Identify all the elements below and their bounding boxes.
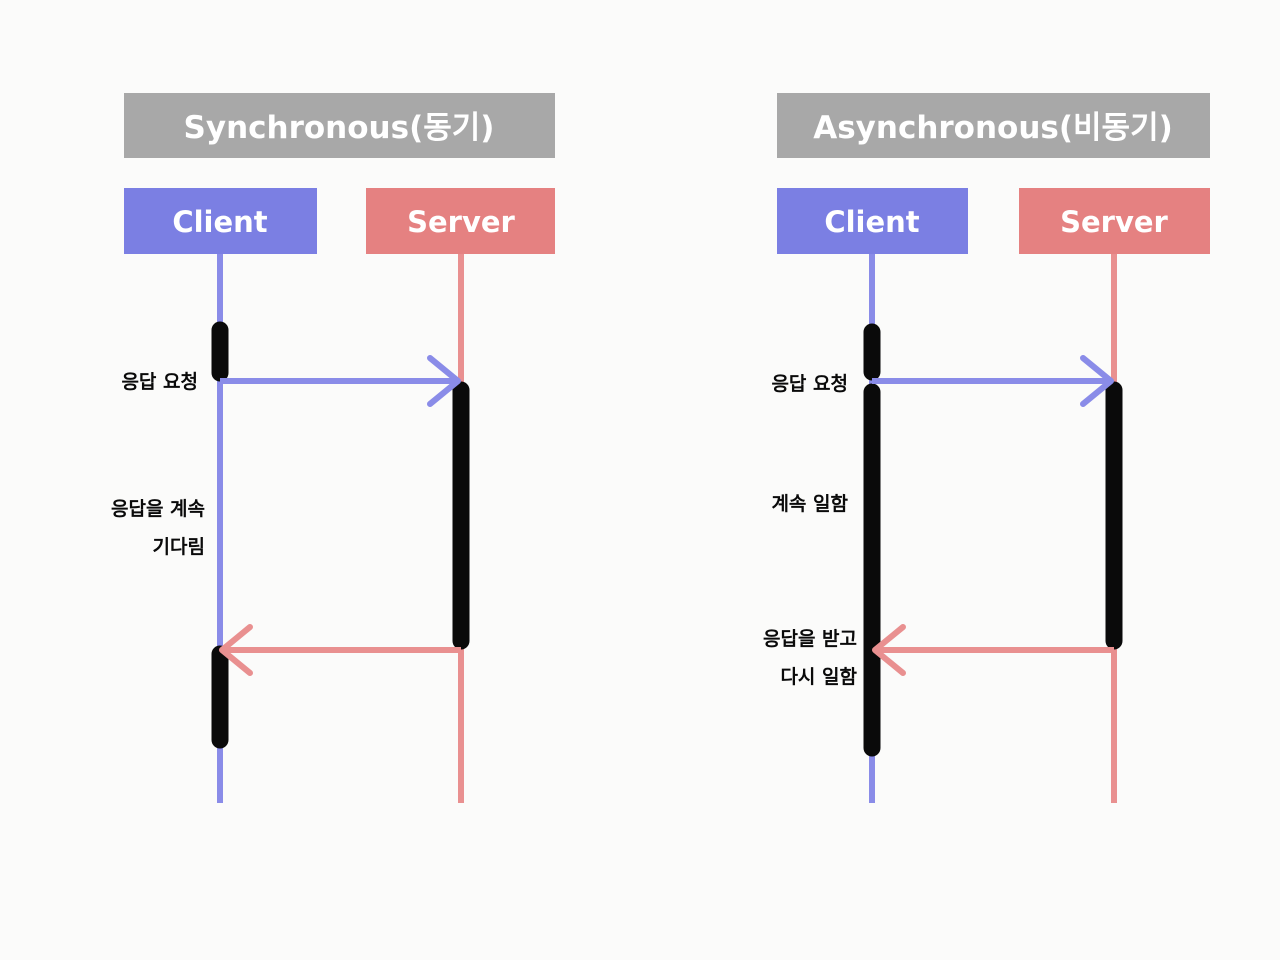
- panel-synchronous: Synchronous(동기) Client Server: [111, 93, 555, 803]
- arrowhead-right-icon: [1080, 355, 1114, 407]
- actor-box-client-async[interactable]: [777, 188, 968, 254]
- panel-title-bar-asynchronous: [777, 93, 1210, 158]
- actor-label-client-sync: Client: [172, 205, 267, 239]
- note-request-async: 응답 요청: [771, 373, 848, 395]
- actor-label-client-async: Client: [824, 205, 919, 239]
- panel-title-synchronous: Synchronous(동기): [184, 110, 495, 146]
- note-working-async: 계속 일함: [771, 493, 848, 515]
- actor-box-client-sync[interactable]: [124, 188, 317, 254]
- actor-label-server-async: Server: [1060, 205, 1168, 239]
- arrowhead-right-icon: [427, 355, 461, 407]
- panel-title-asynchronous: Asynchronous(비동기): [813, 110, 1173, 146]
- actor-box-server-async[interactable]: [1019, 188, 1210, 254]
- note-wait-sync-line1: 응답을 계속: [111, 498, 205, 520]
- note-wait-sync-line2: 기다림: [153, 536, 205, 558]
- note-request-sync: 응답 요청: [121, 371, 198, 393]
- message-response-sync: [219, 624, 461, 676]
- message-response-async: [872, 624, 1114, 676]
- panel-asynchronous: Asynchronous(비동기) Client Server: [763, 93, 1210, 803]
- message-request-sync: [220, 355, 461, 407]
- panel-title-bar-synchronous: [124, 93, 555, 158]
- note-resume-async-line1: 응답을 받고: [763, 628, 857, 650]
- message-request-async: [872, 355, 1114, 407]
- actor-box-server-sync[interactable]: [366, 188, 555, 254]
- actor-label-server-sync: Server: [407, 205, 515, 239]
- arrowhead-left-icon: [219, 624, 253, 676]
- note-resume-async-line2: 다시 일함: [780, 666, 857, 688]
- arrowhead-left-icon: [872, 624, 906, 676]
